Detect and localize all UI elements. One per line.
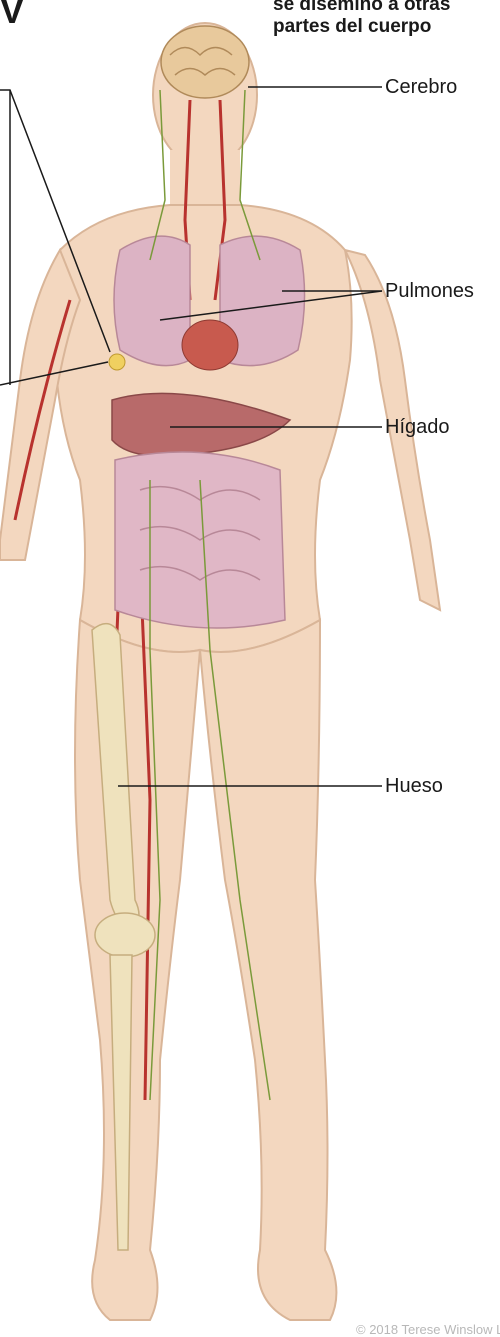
breast-tumor xyxy=(109,354,125,370)
spread-heading: se diseminó a otras partes del cuerpo xyxy=(273,0,450,38)
heart xyxy=(182,320,238,370)
intestines xyxy=(115,452,285,628)
copyright-credit: © 2018 Terese Winslow LLC xyxy=(356,1322,500,1337)
brain xyxy=(161,26,249,98)
heading-line-1: se diseminó a otras xyxy=(273,0,450,16)
label-lungs: Pulmones xyxy=(385,280,474,303)
body-silhouette xyxy=(0,23,440,1320)
label-bone: Hueso xyxy=(385,775,443,798)
label-brain: Cerebro xyxy=(385,76,457,99)
partial-heading-letter: V xyxy=(0,0,24,32)
heading-line-2: partes del cuerpo xyxy=(273,16,450,38)
label-liver: Hígado xyxy=(385,416,450,439)
